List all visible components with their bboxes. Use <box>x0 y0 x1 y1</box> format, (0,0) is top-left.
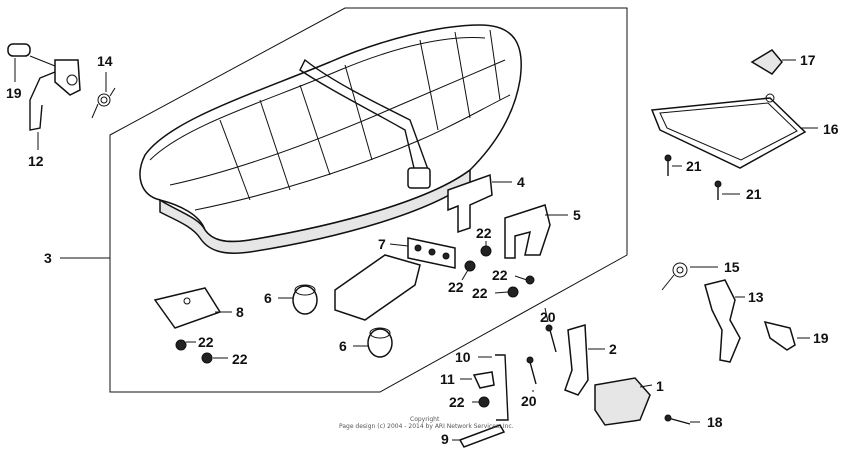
part-label-20a: 20 <box>540 309 556 325</box>
part-label-8: 8 <box>236 304 244 320</box>
part-label-22f: 22 <box>232 351 248 367</box>
copyright-line-2: Page design (c) 2004 - 2014 by ARI Netwo… <box>339 423 514 430</box>
spring-15 <box>661 262 688 291</box>
part-label-2: 2 <box>609 341 617 357</box>
tray-16 <box>650 97 807 169</box>
cushion-6-upper <box>292 284 318 315</box>
part-label-15: 15 <box>724 259 740 275</box>
part-label-18: 18 <box>707 414 723 430</box>
part-label-22b: 22 <box>448 279 464 295</box>
part-label-14: 14 <box>97 53 113 69</box>
part-label-1: 1 <box>656 378 664 394</box>
seat-lock-1 <box>594 377 651 426</box>
part-label-16: 16 <box>823 121 839 137</box>
key-19 <box>763 320 796 351</box>
cushion-6-lower <box>367 327 393 358</box>
part-label-22g: 22 <box>449 394 465 410</box>
part-label-21a: 21 <box>686 158 702 174</box>
part-label-3: 3 <box>44 250 52 266</box>
strap-9 <box>458 424 506 448</box>
part-label-19b: 19 <box>813 330 829 346</box>
tool-pouch <box>334 254 421 321</box>
part-label-22a: 22 <box>476 225 492 241</box>
part-label-10: 10 <box>455 349 471 365</box>
part-label-13: 13 <box>748 289 764 305</box>
part-label-9: 9 <box>441 431 449 447</box>
bracket-2 <box>564 324 589 396</box>
bolts-20 <box>526 324 557 385</box>
part-label-4: 4 <box>517 174 525 190</box>
part-label-17: 17 <box>800 52 816 68</box>
bracket-5 <box>504 204 551 259</box>
holder-11 <box>472 371 495 389</box>
cable-10 <box>495 354 509 421</box>
part-label-22e: 22 <box>198 334 214 350</box>
part-label-6a: 6 <box>264 290 272 306</box>
part-label-22d: 22 <box>472 285 488 301</box>
plate-8 <box>153 287 222 329</box>
grommet-17 <box>750 49 783 75</box>
part-label-6b: 6 <box>339 338 347 354</box>
screws-21 <box>664 154 722 200</box>
part-label-20b: 20 <box>521 393 537 409</box>
assembly-outline <box>109 7 628 393</box>
part-label-5: 5 <box>573 207 581 223</box>
bracket-4 <box>447 173 493 234</box>
spring-14 <box>91 87 116 119</box>
part-label-22c: 22 <box>492 267 508 283</box>
bolt-18 <box>664 414 691 425</box>
nuts-22 <box>175 245 535 408</box>
part-label-11: 11 <box>440 371 455 387</box>
part-label-21b: 21 <box>746 186 762 202</box>
helmet-lock-13 <box>704 279 741 363</box>
part-label-7: 7 <box>378 236 386 252</box>
seat-illustration <box>139 24 522 254</box>
helmet-lock-left <box>7 43 81 131</box>
part-label-19a: 19 <box>6 85 22 101</box>
part-label-12: 12 <box>28 153 44 169</box>
copyright-line-1: Copyright <box>410 416 440 423</box>
